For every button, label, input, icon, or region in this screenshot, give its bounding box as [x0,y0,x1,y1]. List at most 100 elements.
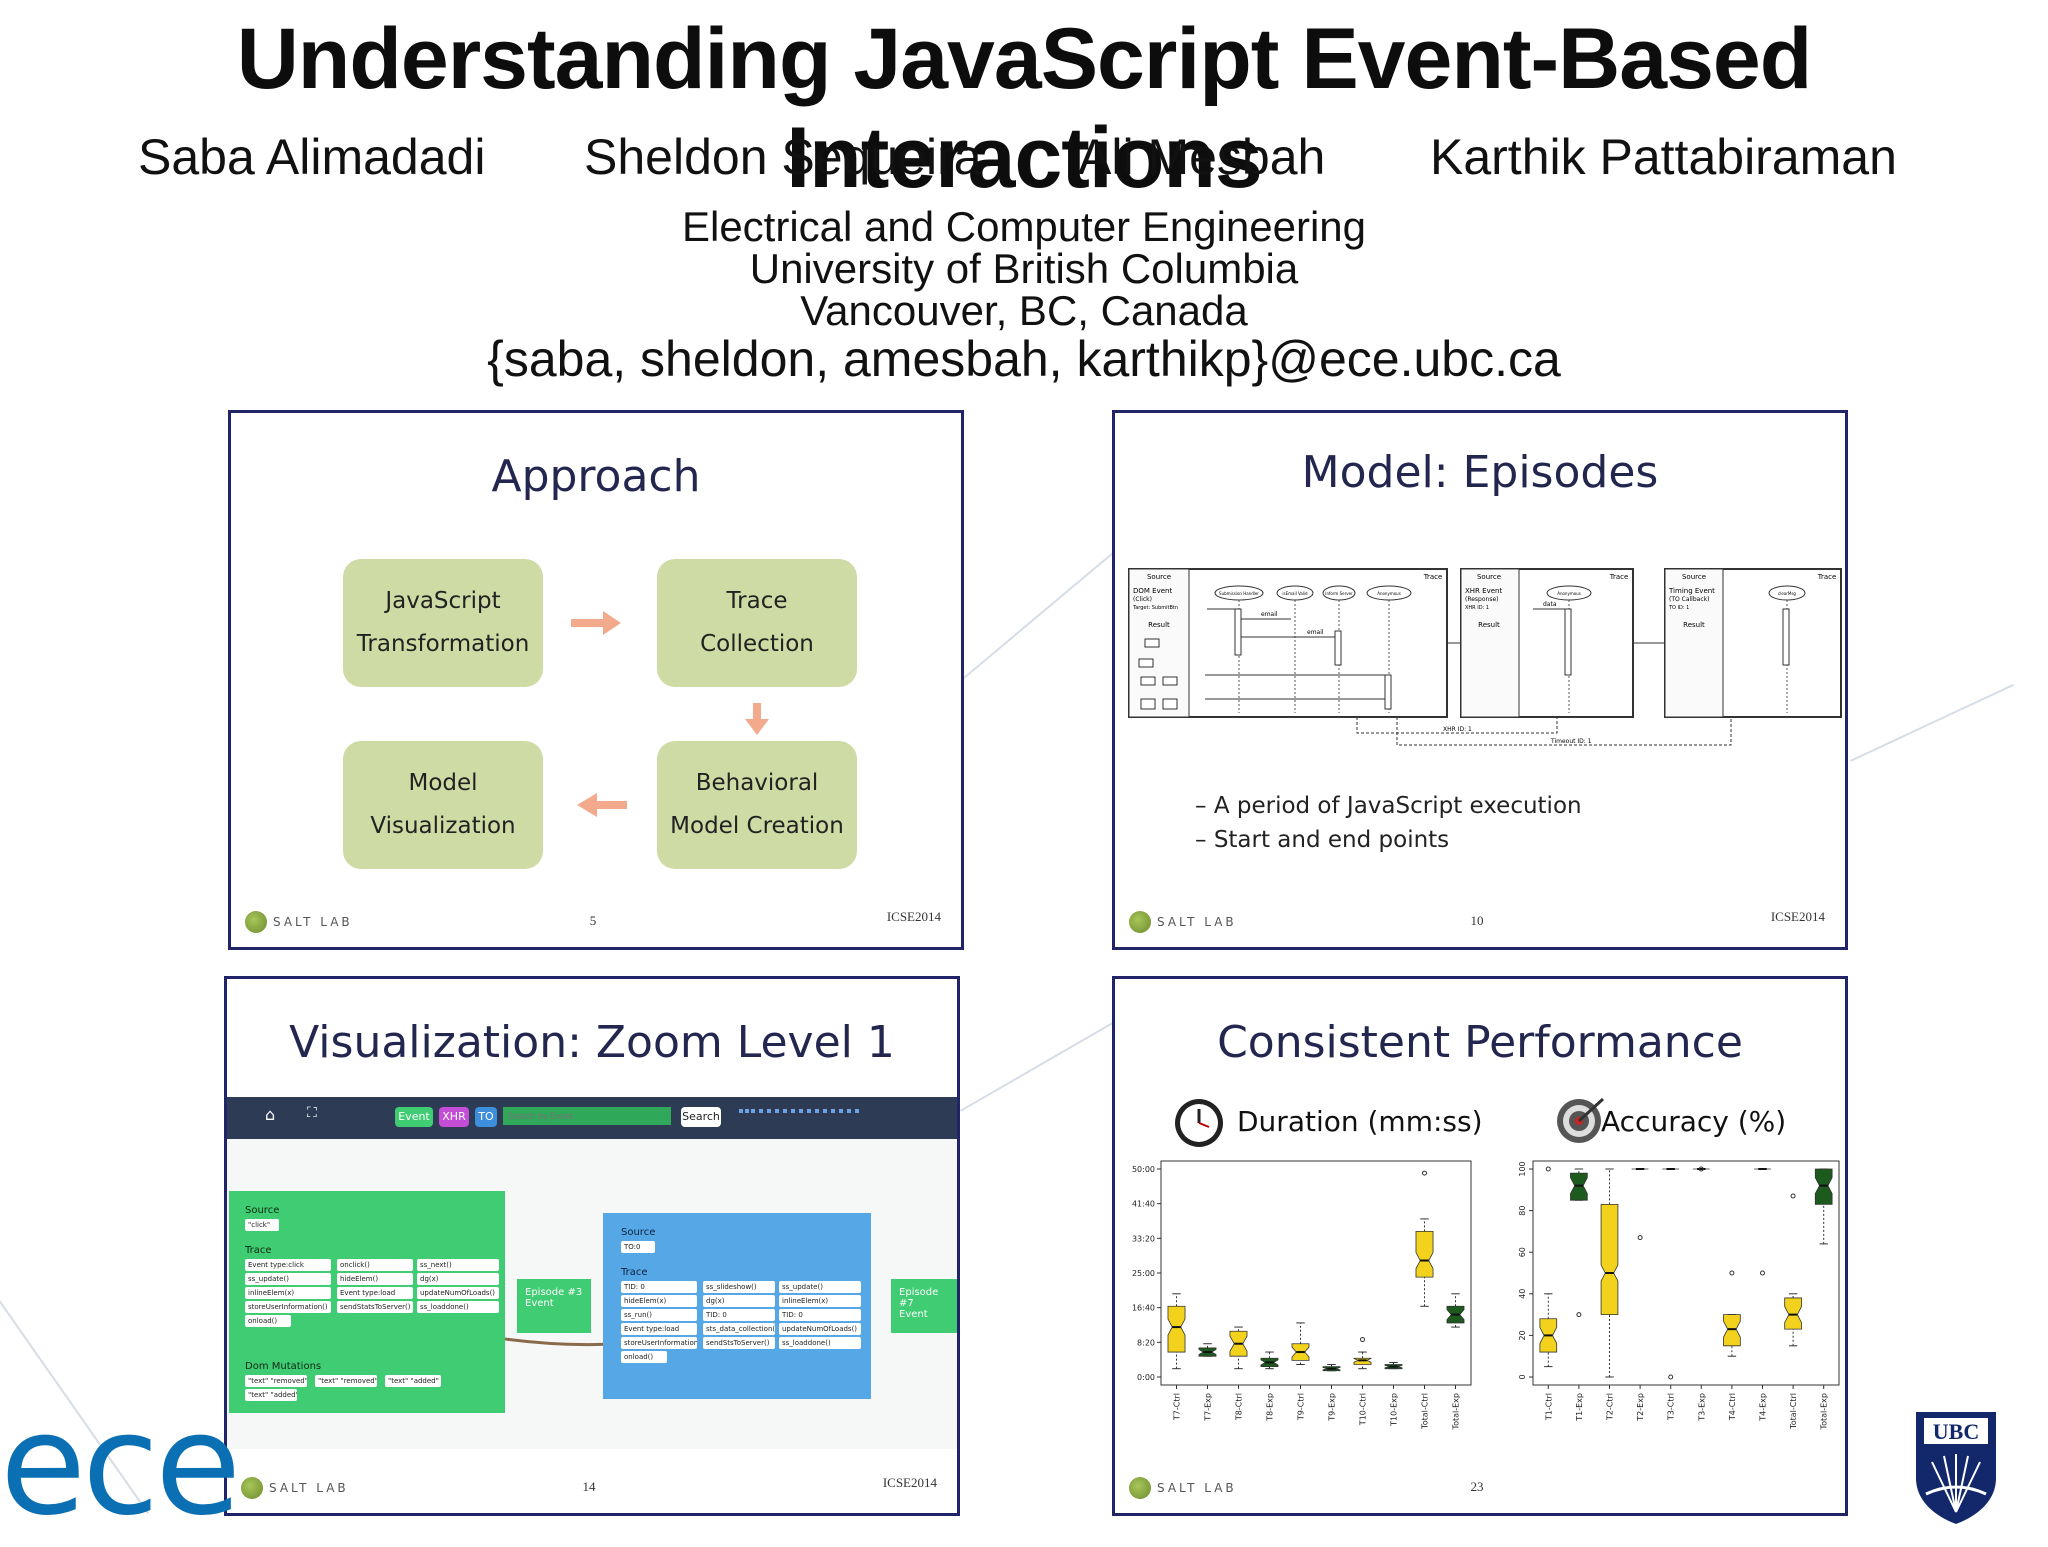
box [1814,1168,1833,1205]
timeline-ticks [739,1109,859,1113]
trace-label: Trace [1817,573,1837,581]
event-detail: (Response) [1465,596,1499,603]
y-tick-label: 20 [1518,1330,1527,1340]
accuracy-label: Accuracy (%) [1601,1105,1787,1138]
salt-lab-icon [1129,1477,1151,1499]
x-tick-label: T2-Ctrl [1606,1393,1615,1421]
trace-cell: dg(x) [417,1273,499,1285]
xhr-filter-button[interactable]: XHR [439,1107,469,1127]
slide-model-episodes: Model: Episodes Source DOM Event (Click)… [1112,410,1848,950]
link-label: Timeout ID: 1 [1550,738,1592,745]
box-group [1353,1351,1372,1370]
message-label: data [1543,601,1557,608]
episode-label: Episode #7 [899,1287,939,1309]
affiliation-line: Electrical and Computer Engineering [681,203,1367,250]
poster-title: Understanding JavaScript Event-Based Int… [236,11,1813,206]
slide-footer: SALT LAB 14 ICSE2014 [241,1475,937,1499]
activation-bar [1564,608,1572,676]
slide-page-number: 23 [1470,1479,1484,1494]
box-group [1784,1293,1802,1347]
episode-box-7[interactable]: Episode #7 Event [891,1279,957,1333]
x-tick-label: T4-Exp [1759,1393,1768,1422]
box-group [1814,1168,1833,1245]
box-line: Transformation [356,631,530,657]
x-tick-label: T10-Exp [1390,1393,1399,1427]
arrow-down-icon [745,703,769,735]
bullet-text: A period of JavaScript execution [1213,793,1582,819]
dom-cell: "text" "added" [385,1375,441,1387]
box-group [1723,1314,1741,1357]
ubc-crest-icon: UBC [1916,1412,1996,1524]
outlier-point [1360,1337,1365,1343]
slide-page-number: 14 [582,1479,596,1494]
event-filter-button[interactable]: Event [395,1107,433,1127]
y-tick-label: 8:20 [1137,1338,1155,1347]
tree-node [1140,676,1156,686]
tree-node [1138,658,1154,668]
box-group [1415,1218,1434,1307]
box [1723,1314,1741,1347]
arrow-right-icon [571,611,621,635]
trace-cell: storeUserInformation() [245,1301,331,1313]
x-tick-label: T8-Exp [1266,1393,1275,1422]
trace-cell: sts_data_collection() [703,1323,775,1335]
trace-cell: TID: 0 [779,1309,861,1321]
lab-name: SALT LAB [1157,1481,1237,1495]
y-tick-label: 25:00 [1132,1269,1155,1278]
lab-name: SALT LAB [1157,915,1237,929]
trace-cell: updateNumOfLoads() [417,1287,499,1299]
outlier-point [1790,1193,1796,1199]
author-name: Ali Mesbah [1078,129,1326,185]
target-icon [1557,1097,1605,1143]
trace-label: Trace [245,1245,272,1256]
trace-label: Trace [1423,573,1443,581]
slide-page-number: 5 [589,913,597,928]
expand-icon[interactable]: ⛶ [307,1105,317,1121]
slide-title: Visualization: Zoom Level 1 [289,1017,895,1068]
event-search-input[interactable] [503,1107,671,1125]
box-line: Model Creation [670,813,844,839]
tree-node [1162,698,1178,710]
y-tick-label: 0:00 [1137,1373,1155,1382]
conference-label: ICSE2014 [1770,909,1825,924]
result-label: Result [1478,621,1500,629]
activation-bar [1384,674,1392,710]
y-tick-label: 80 [1518,1206,1527,1216]
box-group [1446,1293,1465,1328]
box [1167,1305,1186,1353]
result-label: Result [1683,621,1705,629]
event-label: Timing Event [1668,587,1715,595]
episode-label: Episode #3 [525,1287,583,1298]
x-tick-label: T3-Exp [1697,1393,1706,1422]
home-icon[interactable]: ⌂ [265,1105,276,1124]
event-detail: Target: SubmitBtn [1132,605,1178,611]
box-line: Visualization [370,813,516,839]
episode-panel-timeout[interactable]: Source TO:0 Trace TID: 0 ss_slideshow() … [603,1213,871,1399]
search-button[interactable]: Search [681,1107,721,1127]
slide-footer: SALT LAB 5 ICSE2014 [245,909,941,933]
event-label: XHR Event [1465,587,1502,595]
trace-cell: hideElem(x) [621,1295,697,1307]
trace-cell: Event type:load [621,1323,697,1335]
affiliation-line: University of British Columbia [749,245,1299,292]
dom-mutations-label: Dom Mutations [245,1361,322,1372]
trace-cell: ss_loaddone() [779,1337,861,1349]
to-filter-button[interactable]: TO [475,1107,497,1127]
x-tick-label: T4-Ctrl [1728,1393,1737,1421]
source-label: Source [621,1227,656,1238]
source-panel [1664,568,1724,718]
tree-node [1140,698,1156,710]
salt-lab-logo: SALT LAB [245,911,353,933]
slide-page-number: 10 [1470,913,1484,928]
link-label: XHR ID: 1 [1443,726,1472,733]
duration-boxplot: 0:008:2016:4025:0033:2041:4050:00T7-Ctrl… [1132,1160,1472,1430]
x-tick-label: Total-Exp [1820,1393,1829,1430]
episode-panel-event[interactable]: Source "click" Trace Event type:click on… [229,1191,505,1413]
source-label: Source [1682,573,1706,581]
episode-label: Event [525,1298,554,1309]
conference-label: ICSE2014 [882,1475,937,1490]
episode-box-3[interactable]: Episode #3 Event [517,1279,591,1333]
